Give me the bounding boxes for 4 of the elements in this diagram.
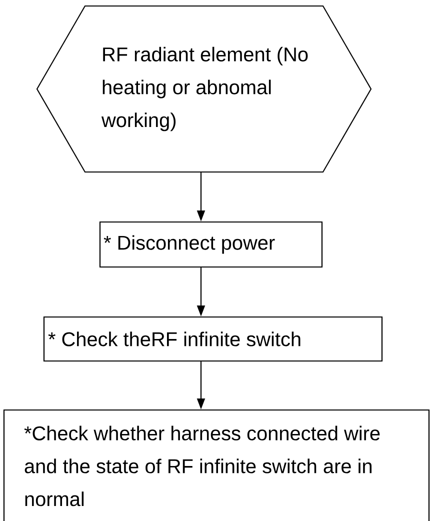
process-box: * Check theRF infinite switch <box>43 316 383 362</box>
hexagon-node: RF radiant element (No heating or abnomal working) <box>36 5 372 173</box>
process-box: * Disconnect power <box>99 221 323 268</box>
process-box: *Check whether harness connected wire and the state of RF infinite switch are in normal <box>3 409 430 521</box>
